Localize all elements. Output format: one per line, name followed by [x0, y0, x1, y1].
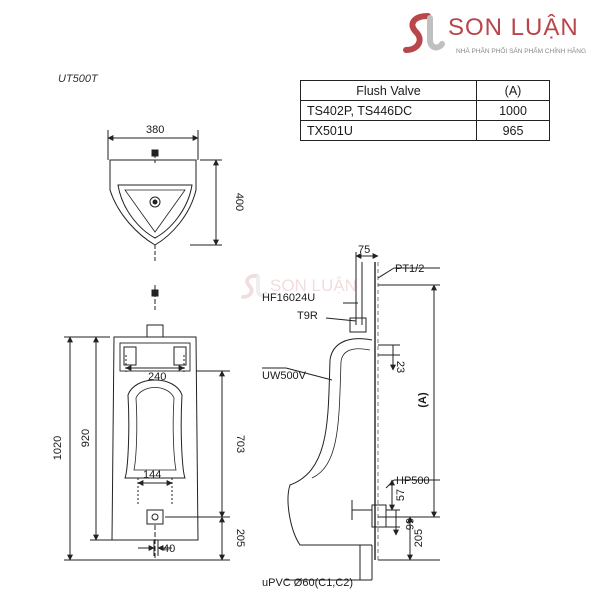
table-cell-a: 1000 — [476, 100, 550, 121]
flush-valve-table: Flush Valve (A) TS402P, TS446DC 1000 TX5… — [300, 80, 550, 141]
watermark-name: SON LUẬN — [270, 276, 357, 295]
pipe-label: uPVC Ø60(C1,C2) — [262, 577, 353, 589]
hf-label: HF16024U — [262, 292, 315, 304]
dimension-labels: 380 400 240 144 40 1020 920 703 205 75 P… — [52, 124, 430, 589]
dim-23-label: 23 — [394, 361, 406, 373]
table-cell-valve: TX501U — [300, 120, 477, 141]
side-view — [262, 252, 440, 581]
table-row: TX501U 965 — [300, 120, 550, 141]
table-row: TS402P, TS446DC 1000 — [300, 100, 550, 121]
dim-width-label: 380 — [146, 124, 164, 136]
top-view — [107, 130, 222, 262]
dim-75-label: 75 — [358, 244, 370, 256]
dim-57-label: 57 — [395, 489, 407, 501]
brand-name: SON LUẬN — [448, 14, 579, 41]
pt-label: PT1/2 — [395, 263, 424, 275]
table-cell-a: 965 — [476, 120, 550, 141]
dim-side-205-label: 205 — [413, 529, 425, 547]
dim-drain-span-label: 144 — [143, 469, 161, 481]
dim-drain-height-label: 205 — [234, 529, 246, 547]
front-view — [64, 285, 230, 561]
watermark-logo: SON LUẬN — [238, 270, 378, 310]
hp-label: HP500 — [396, 475, 430, 487]
brand-mark-icon — [403, 13, 445, 53]
dim-drain-offset-label: 40 — [163, 543, 175, 555]
dim-total-height-label: 1020 — [52, 436, 64, 460]
dim-bracket-span-label: 240 — [148, 371, 166, 383]
brand-tagline: NHÀ PHÂN PHỐI SẢN PHẨM CHÍNH HÃNG — [456, 48, 587, 55]
dim-depth-label: 400 — [233, 193, 245, 211]
t9r-label: T9R — [297, 310, 318, 322]
dim-a-label: (A) — [417, 392, 429, 408]
table-header-row: Flush Valve (A) — [300, 80, 550, 101]
uw-label: UW500V — [262, 370, 307, 382]
watermark-mark-icon — [241, 273, 268, 299]
dim-66-label: 66 — [403, 518, 415, 530]
brand-logo: SON LUẬN NHÀ PHÂN PHỐI SẢN PHẨM CHÍNH HÃ… — [398, 10, 598, 60]
dim-703-label: 703 — [234, 435, 246, 453]
dim-bowl-height-label: 920 — [80, 429, 92, 447]
model-label: UT500T — [58, 73, 98, 85]
table-cell-valve: TS402P, TS446DC — [300, 100, 477, 121]
